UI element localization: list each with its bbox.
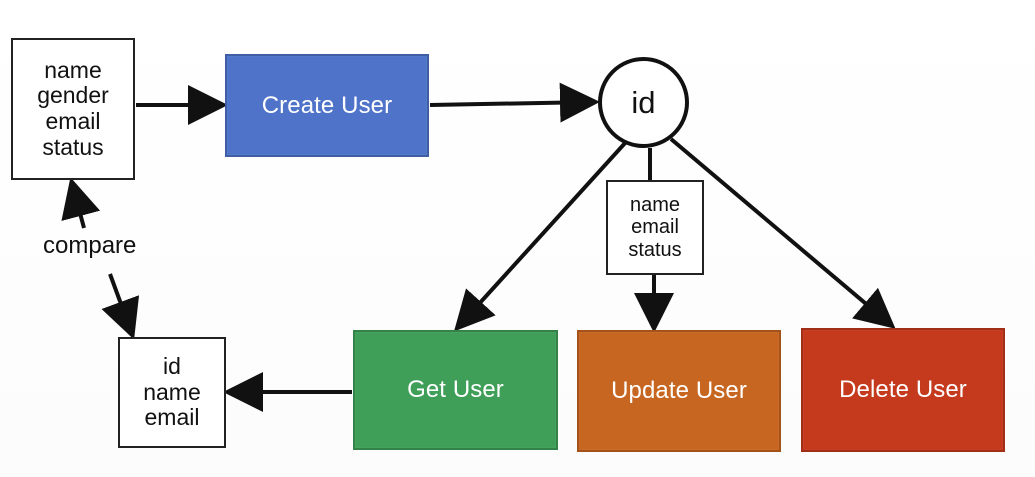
delete-user-box: Delete User — [801, 328, 1005, 452]
result-field-id: id — [163, 352, 181, 379]
id-to-get-arrow — [453, 140, 628, 332]
result-field-name: name — [143, 378, 201, 405]
input-field-name: name — [44, 56, 102, 83]
result-field-email: email — [144, 404, 200, 431]
input-fields-list: name gender email status — [37, 56, 109, 161]
id-label: id — [631, 84, 656, 120]
create-user-label: Create User — [261, 91, 393, 119]
id-node: id — [598, 57, 689, 148]
compare-label: compare — [43, 232, 137, 259]
get-user-label: Get User — [407, 376, 504, 403]
create-to-id-arrow — [429, 82, 600, 123]
delete-user-label: Delete User — [839, 376, 967, 403]
compare-arrow-lower — [101, 273, 140, 340]
update-fields-box: name email status — [606, 180, 704, 275]
input-field-gender: gender — [37, 82, 109, 109]
update-field-name: name — [629, 193, 680, 216]
update-fields-list: name email status — [628, 194, 681, 261]
input-fields-box: name gender email status — [11, 38, 135, 180]
result-fields-box: id name email — [118, 337, 226, 448]
input-field-status: status — [42, 133, 104, 160]
input-field-email: email — [45, 108, 101, 134]
update-user-box: Update User — [577, 330, 781, 452]
update-user-label: Update User — [611, 377, 747, 404]
update-field-email: email — [631, 216, 679, 239]
id-to-delete-arrow — [669, 137, 896, 329]
get-user-box: Get User — [353, 330, 558, 450]
result-fields-list: id name email — [143, 352, 201, 431]
create-user-box: Create User — [225, 54, 429, 157]
compare-arrow-upper — [61, 177, 101, 229]
update-field-status: status — [628, 238, 682, 261]
